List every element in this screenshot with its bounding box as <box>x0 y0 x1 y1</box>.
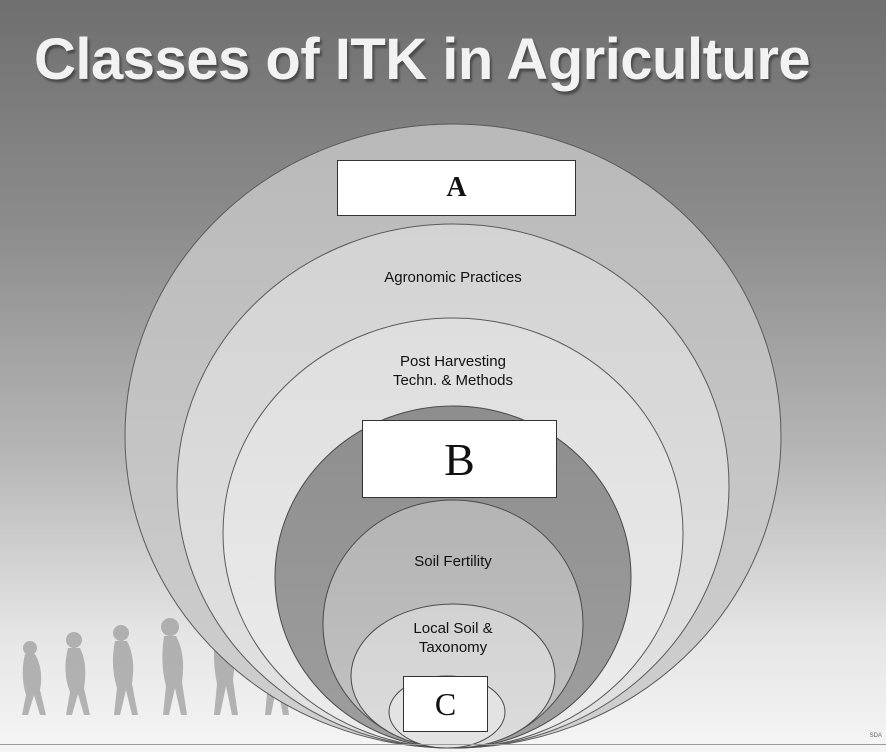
box-a: A <box>337 160 576 216</box>
slide-title: Classes of ITK in Agriculture <box>34 27 811 92</box>
box-b-label: B <box>444 433 475 485</box>
bottom-rule <box>0 744 886 745</box>
local-soil-taxonomy-label: Local Soil & Taxonomy <box>413 620 493 656</box>
box-b: B <box>362 420 557 498</box>
box-c-label: C <box>434 685 457 722</box>
soil-fertility-label: Soil Fertility <box>414 553 492 570</box>
post-harvesting-label: Post Harvesting Techn. & Methods <box>392 353 514 389</box>
corner-mark: SDA <box>869 733 882 739</box>
box-a-label: A <box>446 172 467 203</box>
box-c: C <box>403 676 488 732</box>
agronomic-practices-label: Agronomic Practices <box>384 269 522 286</box>
